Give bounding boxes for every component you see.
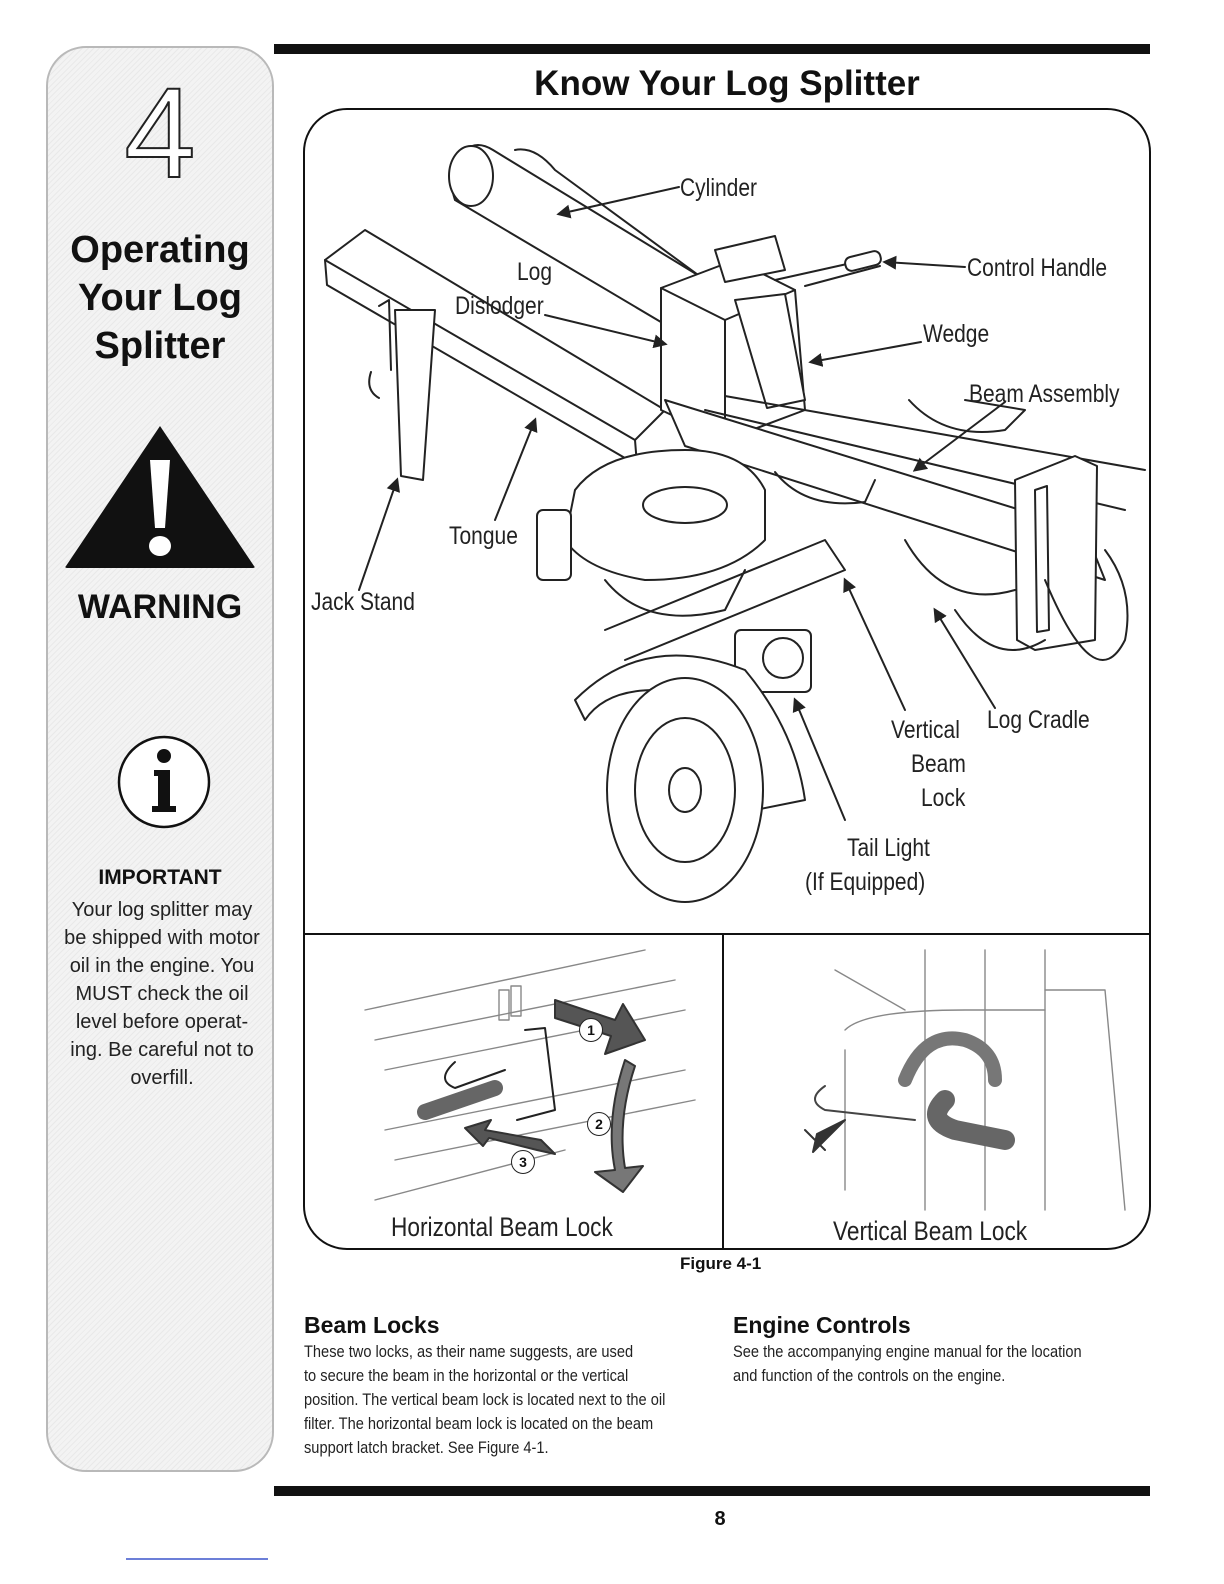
page-title: Know Your Log Splitter bbox=[534, 64, 920, 103]
chapter-number: 4 bbox=[123, 62, 196, 205]
callout-control-handle: Control Handle bbox=[967, 254, 1108, 282]
important-text: Your log splitter may be shipped with mo… bbox=[64, 899, 260, 1089]
engine-controls-line: See the accompanying engine manual for t… bbox=[733, 1342, 1082, 1361]
callout-vertical-beam-lock-line1: Vertical bbox=[891, 716, 960, 744]
vertical-beam-lock-caption: Vertical Beam Lock bbox=[833, 1216, 1028, 1246]
chapter-title: Operating Your Log Splitter bbox=[48, 226, 272, 370]
figure-4-1: 1 2 3 Cylinder Control Handle Log Dislod… bbox=[303, 108, 1151, 1250]
callout-vertical-beam-lock-line2: Beam bbox=[911, 750, 966, 778]
beam-locks-line: support latch bracket. See Figure 4-1. bbox=[304, 1438, 549, 1457]
top-rule bbox=[274, 44, 1150, 54]
beam-locks-line: These two locks, as their name suggests,… bbox=[304, 1342, 634, 1361]
callout-tail-light-line2: (If Equipped) bbox=[805, 868, 926, 896]
chapter-sidebar: 4 Operating Your Log Splitter WARNING IM… bbox=[46, 46, 274, 1472]
callout-wedge: Wedge bbox=[923, 320, 990, 348]
step-number-1: 1 bbox=[579, 1018, 603, 1042]
engine-controls-heading: Engine Controls bbox=[733, 1312, 911, 1338]
beam-locks-text: These two locks, as their name suggests,… bbox=[304, 1340, 700, 1460]
chapter-title-line: Splitter bbox=[94, 325, 226, 367]
step-number-2: 2 bbox=[587, 1112, 611, 1136]
callout-log-cradle: Log Cradle bbox=[987, 706, 1090, 734]
info-icon bbox=[117, 735, 211, 829]
callout-beam-assembly: Beam Assembly bbox=[969, 380, 1120, 408]
warning-triangle-icon bbox=[65, 426, 255, 568]
chapter-title-line: Your Log bbox=[78, 277, 242, 319]
beam-locks-line: filter. The horizontal beam lock is loca… bbox=[304, 1414, 654, 1433]
callout-cylinder: Cylinder bbox=[680, 174, 758, 202]
callout-tongue: Tongue bbox=[449, 522, 518, 550]
step-number-3: 3 bbox=[511, 1150, 535, 1174]
warning-label: WARNING bbox=[77, 588, 243, 626]
beam-locks-line: to secure the beam in the horizontal or … bbox=[304, 1366, 629, 1385]
engine-controls-line: and function of the controls on the engi… bbox=[733, 1366, 1006, 1385]
horizontal-beam-lock-caption: Horizontal Beam Lock bbox=[391, 1212, 613, 1242]
callout-jack-stand: Jack Stand bbox=[311, 588, 415, 616]
callout-vertical-beam-lock-line3: Lock bbox=[921, 784, 966, 812]
page-number: 8 bbox=[714, 1508, 726, 1530]
callout-log-dislodger-line2: Dislodger bbox=[455, 292, 544, 320]
bottom-rule bbox=[274, 1486, 1150, 1496]
beam-locks-heading: Beam Locks bbox=[304, 1312, 440, 1338]
callout-log-dislodger-line1: Log bbox=[517, 258, 553, 286]
beam-locks-line: position. The vertical beam lock is loca… bbox=[304, 1390, 666, 1409]
engine-controls-text: See the accompanying engine manual for t… bbox=[733, 1340, 1137, 1388]
callout-tail-light-line1: Tail Light bbox=[847, 834, 930, 862]
figure-caption: Figure 4-1 bbox=[680, 1254, 762, 1273]
footer-link-underline bbox=[126, 1558, 268, 1560]
log-splitter-illustration bbox=[305, 144, 1149, 1248]
chapter-title-line: Operating bbox=[70, 229, 250, 271]
important-label: IMPORTANT bbox=[98, 866, 222, 889]
